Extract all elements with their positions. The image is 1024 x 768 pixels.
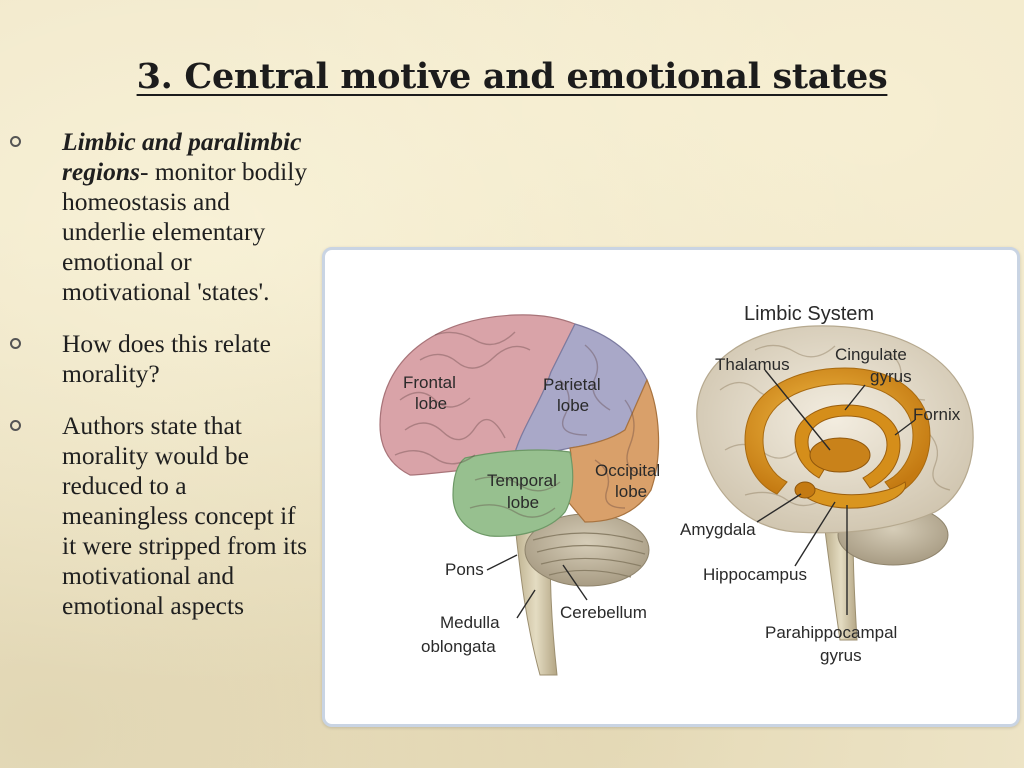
label-parahippocampal-1: Parahippocampal (765, 623, 897, 642)
bullet-circle-icon (10, 338, 21, 349)
label-parahippocampal-2: gyrus (820, 646, 862, 665)
limbic-leader-lines (756, 369, 916, 615)
bullet-circle-icon (10, 420, 21, 431)
gyri-lines (394, 331, 644, 518)
label-temporal-2: lobe (507, 493, 539, 512)
label-amygdala: Amygdala (680, 520, 756, 539)
label-temporal-1: Temporal (487, 471, 557, 490)
limbic-system-title: Limbic System (744, 303, 874, 325)
label-medulla-1: Medulla (440, 613, 500, 632)
label-pons: Pons (445, 560, 484, 579)
thalamus-shape (809, 437, 871, 473)
bullet-item-authors: Authors state that morality would be red… (8, 411, 308, 621)
label-cingulate-2: gyrus (870, 367, 912, 386)
bullet-item-limbic: Limbic and paralimbic regions- monitor b… (8, 127, 308, 307)
brain-illustration: Frontal lobe Parietal lobe Temporal lobe… (379, 303, 974, 676)
bullet-text: monitor bodily homeostasis and underlie … (62, 157, 308, 306)
label-fornix: Fornix (913, 405, 961, 424)
occipital-lobe-shape (564, 378, 660, 523)
label-parietal-2: lobe (557, 396, 589, 415)
label-cingulate-1: Cingulate (835, 345, 907, 364)
lobes-brain: Frontal lobe Parietal lobe Temporal lobe… (379, 314, 660, 676)
cingulate-gyrus-shape (744, 367, 931, 496)
hippocampus-shape (802, 481, 906, 509)
bullet-separator: - (139, 157, 149, 186)
bullet-text: Authors state that morality would be red… (62, 411, 308, 620)
temporal-lobe-shape (452, 449, 574, 537)
label-occipital-1: Occipital (595, 461, 660, 480)
label-hippocampus: Hippocampus (703, 565, 807, 584)
label-thalamus: Thalamus (715, 355, 790, 374)
bullet-text: How does this relate morality? (62, 329, 271, 388)
bullet-list: Limbic and paralimbic regions- monitor b… (8, 127, 308, 621)
limbic-brain-stem (824, 529, 858, 641)
slide-title: 3. Central motive and emotional states (136, 56, 888, 97)
limbic-brain: Limbic System Thalamus Cingulate gyrus F… (680, 303, 974, 665)
label-parietal-1: Parietal (543, 375, 601, 394)
bullet-circle-icon (10, 136, 21, 147)
label-frontal-2: lobe (415, 394, 447, 413)
cerebellum-folds (532, 532, 646, 578)
lobe-leader-lines (486, 554, 588, 619)
label-cerebellum: Cerebellum (560, 603, 647, 622)
bullet-item-morality: How does this relate morality? (8, 329, 308, 389)
bullet-emphasis: Limbic and paralimbic regions (62, 127, 302, 186)
label-frontal-1: Frontal (403, 373, 456, 392)
label-occipital-2: lobe (615, 482, 647, 501)
label-medulla-2: oblongata (421, 637, 496, 656)
brain-figure: Frontal lobe Parietal lobe Temporal lobe… (322, 247, 1020, 727)
